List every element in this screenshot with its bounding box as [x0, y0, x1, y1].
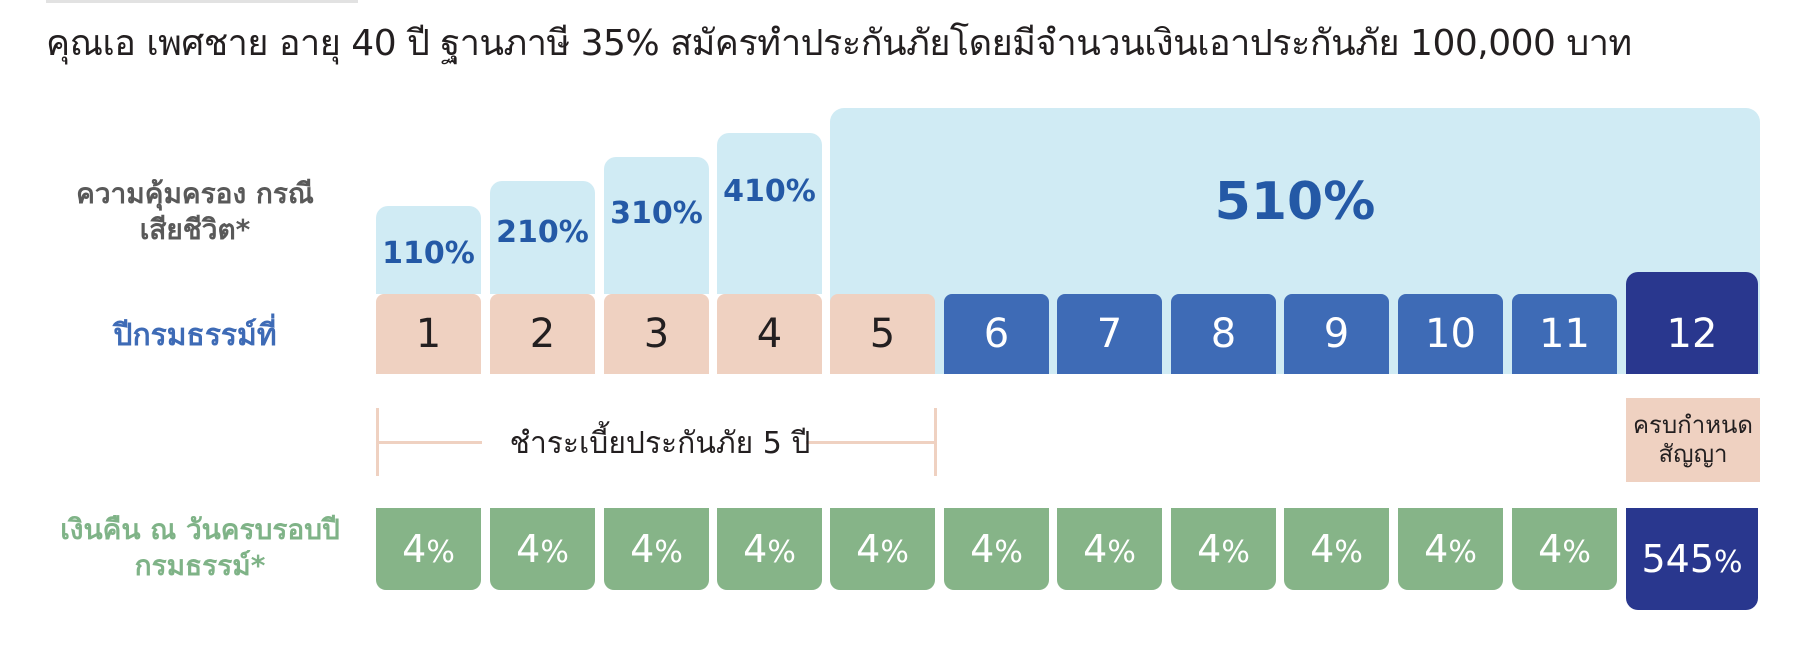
- policy-year-11: 11: [1512, 294, 1617, 374]
- cashback-unit: %: [1714, 544, 1743, 580]
- year-row-label: ปีกรมธรรม์ที่: [113, 318, 277, 353]
- cashback-year-4: 4%: [717, 508, 822, 590]
- cashback-year-7: 4%: [1057, 508, 1162, 590]
- policy-year-1: 1: [376, 294, 481, 374]
- cashback-year-12: 545%: [1626, 508, 1758, 610]
- coverage-step-2: [490, 181, 595, 294]
- policy-year-6: 6: [944, 294, 1049, 374]
- policy-year-9: 9: [1284, 294, 1389, 374]
- cashback-year-9: 4%: [1284, 508, 1389, 590]
- coverage-value-full: 510%: [1214, 172, 1376, 232]
- cashback-unit: %: [426, 534, 455, 570]
- coverage-value-2: 210%: [496, 215, 589, 250]
- coverage-row-label: ความคุ้มครอง กรณีเสียชีวิต*: [76, 177, 314, 247]
- cashback-year-8: 4%: [1171, 508, 1276, 590]
- cashback-year-2: 4%: [490, 508, 595, 590]
- policy-year-12: 12: [1626, 272, 1758, 374]
- cashback-year-6: 4%: [944, 508, 1049, 590]
- policy-year-8: 8: [1171, 294, 1276, 374]
- cashback-unit: %: [1221, 534, 1250, 570]
- coverage-step-1: [376, 206, 481, 294]
- cashback-value: 4: [630, 527, 655, 571]
- cashback-value: 4: [743, 527, 768, 571]
- cashback-year-11: 4%: [1512, 508, 1617, 590]
- coverage-step-4: [717, 133, 822, 294]
- cashback-value: 4: [856, 527, 881, 571]
- cashback-unit: %: [1334, 534, 1363, 570]
- cashback-unit: %: [1107, 534, 1136, 570]
- coverage-value-3: 310%: [610, 196, 703, 231]
- cashback-year-1: 4%: [376, 508, 481, 590]
- maturity-label: ครบกำหนด สัญญา: [1626, 398, 1760, 482]
- cashback-unit: %: [1562, 534, 1591, 570]
- cashback-value: 4: [1083, 527, 1108, 571]
- cashback-unit: %: [767, 534, 796, 570]
- coverage-step-3: [604, 157, 709, 294]
- policy-year-4: 4: [717, 294, 822, 374]
- cashback-unit: %: [1448, 534, 1477, 570]
- policy-year-5: 5: [830, 294, 935, 374]
- cashback-unit: %: [540, 534, 569, 570]
- policy-year-7: 7: [1057, 294, 1162, 374]
- cashback-value: 4: [1538, 527, 1563, 571]
- cashback-year-10: 4%: [1398, 508, 1503, 590]
- payment-period-label: ชำระเบี้ยประกันภัย 5 ปี: [509, 426, 811, 461]
- cashback-unit: %: [880, 534, 909, 570]
- cashback-row-label: เงินคืน ณ วันครบรอบปี กรมธรรม์*: [60, 513, 340, 583]
- cashback-value: 4: [1310, 527, 1335, 571]
- page-title: คุณเอ เพศชาย อายุ 40 ปี ฐานภาษี 35% สมัค…: [46, 23, 1632, 64]
- cashback-value: 4: [1197, 527, 1222, 571]
- policy-year-3: 3: [604, 294, 709, 374]
- cashback-value: 4: [1424, 527, 1449, 571]
- cashback-value: 4: [402, 527, 427, 571]
- coverage-value-1: 110%: [382, 236, 475, 271]
- policy-year-2: 2: [490, 294, 595, 374]
- maturity-label-line1: ครบกำหนด: [1633, 411, 1753, 440]
- cashback-unit: %: [994, 534, 1023, 570]
- payment-bracket-right-line: [806, 441, 936, 444]
- cashback-value: 4: [970, 527, 995, 571]
- maturity-label-line2: สัญญา: [1658, 440, 1728, 468]
- coverage-value-4: 410%: [723, 174, 816, 209]
- payment-bracket-left-line: [376, 441, 482, 444]
- top-rule: [46, 0, 358, 3]
- cashback-value: 4: [516, 527, 541, 571]
- policy-year-10: 10: [1398, 294, 1503, 374]
- cashback-year-3: 4%: [604, 508, 709, 590]
- cashback-unit: %: [654, 534, 683, 570]
- cashback-final-value: 545: [1641, 537, 1714, 581]
- cashback-year-5: 4%: [830, 508, 935, 590]
